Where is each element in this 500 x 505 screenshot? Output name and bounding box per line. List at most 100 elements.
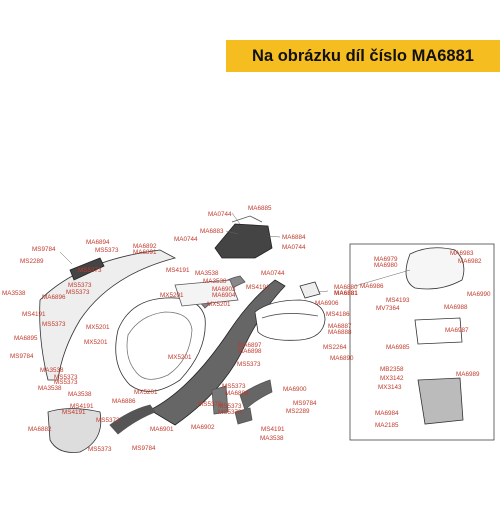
part-label: MA3538 bbox=[2, 290, 26, 297]
part-label: MS5373 bbox=[198, 401, 222, 408]
part-label: MA6895 bbox=[14, 335, 38, 342]
part-label: MV7364 bbox=[376, 305, 400, 312]
part-label: MA6884 bbox=[282, 234, 306, 241]
part-label: MA6901 bbox=[150, 426, 174, 433]
rear-rack bbox=[214, 223, 273, 259]
left-upper-trim bbox=[69, 257, 105, 281]
inset-base bbox=[417, 377, 464, 425]
part-label: MX5201 bbox=[207, 301, 231, 308]
part-label: MS9784 bbox=[132, 445, 156, 452]
part-label: MS4191 bbox=[246, 284, 270, 291]
part-label: MA6900 bbox=[283, 386, 307, 393]
part-label: MS4191 bbox=[62, 409, 86, 416]
part-label: MS4186 bbox=[326, 311, 350, 318]
part-label: MS2289 bbox=[20, 258, 44, 265]
part-label: MA6903 bbox=[212, 286, 236, 293]
part-label: MS5373 bbox=[218, 403, 242, 410]
part-label: MS4191 bbox=[70, 403, 94, 410]
part-label: MS5373 bbox=[222, 383, 246, 390]
part-label: MA6984 bbox=[375, 410, 399, 417]
part-label: MA6986 bbox=[360, 283, 384, 290]
part-label: MS4191 bbox=[261, 426, 285, 433]
part-label: MS5373 bbox=[54, 379, 78, 386]
right-side-cover bbox=[149, 279, 286, 426]
part-label: MS5373 bbox=[218, 409, 242, 416]
lower-trim bbox=[109, 404, 156, 435]
seat-compartment bbox=[115, 297, 206, 392]
part-label: MA6887 bbox=[328, 323, 352, 330]
part-label: MA0744 bbox=[261, 270, 285, 277]
part-label: MA6882 bbox=[28, 426, 52, 433]
part-label: MS2289 bbox=[286, 408, 310, 415]
front-lower-cowl bbox=[47, 408, 102, 453]
compartment-inner bbox=[126, 311, 193, 380]
part-label: MA2185 bbox=[375, 422, 399, 429]
part-label: MS5373 bbox=[78, 267, 102, 274]
center-tunnel bbox=[174, 279, 239, 307]
part-label: MA6896 bbox=[42, 294, 66, 301]
part-label: MA6894 bbox=[86, 239, 110, 246]
part-label: MX5201 bbox=[86, 324, 110, 331]
part-label: MA6985 bbox=[386, 344, 410, 351]
part-label: MS4193 bbox=[386, 297, 410, 304]
part-label: MA6890 bbox=[330, 355, 354, 362]
top-case-lock bbox=[299, 281, 321, 299]
part-label: MA3538 bbox=[38, 385, 62, 392]
part-label: MX5201 bbox=[84, 339, 108, 346]
part-label: MA6988 bbox=[444, 304, 468, 311]
part-label: MX3142 bbox=[380, 375, 404, 382]
part-label: MA6982 bbox=[458, 258, 482, 265]
part-label: MA6980 bbox=[374, 262, 398, 269]
topcase-inset-frame bbox=[349, 243, 495, 441]
part-number-banner: Na obrázku díl číslo MA6881 bbox=[226, 40, 500, 72]
part-label: MA6886 bbox=[112, 398, 136, 405]
part-label: MA3538 bbox=[68, 391, 92, 398]
part-label: MS9784 bbox=[10, 353, 34, 360]
part-label: MA3538 bbox=[40, 367, 64, 374]
part-label: MS5373 bbox=[66, 289, 90, 296]
part-label: MA0744 bbox=[208, 211, 232, 218]
part-label: MA6883 bbox=[200, 228, 224, 235]
part-label: MA6904 bbox=[212, 292, 236, 299]
inset-topcase-lid bbox=[405, 247, 465, 290]
part-label: MA6891 bbox=[133, 249, 157, 256]
part-label: MA6898 bbox=[238, 348, 262, 355]
top-case bbox=[254, 299, 326, 341]
part-label: MA6979 bbox=[374, 256, 398, 263]
part-label: MA6990 bbox=[467, 291, 491, 298]
part-label: MS5373 bbox=[42, 321, 66, 328]
part-label: MA0744 bbox=[174, 236, 198, 243]
part-label: MA3538 bbox=[260, 435, 284, 442]
part-label: MA6892 bbox=[133, 243, 157, 250]
part-label: MS2264 bbox=[323, 344, 347, 351]
part-label: MA6987 bbox=[445, 327, 469, 334]
part-label: MA6897 bbox=[238, 342, 262, 349]
part-label: MS5373 bbox=[237, 361, 261, 368]
part-label: MA0744 bbox=[282, 244, 306, 251]
bracket-b bbox=[239, 379, 273, 411]
part-label: MA6983 bbox=[450, 250, 474, 257]
part-label: MB2358 bbox=[380, 366, 404, 373]
part-label: MS9784 bbox=[32, 246, 56, 253]
part-label: MS5373 bbox=[96, 417, 120, 424]
part-label: MX5201 bbox=[168, 354, 192, 361]
part-label: MA6888 bbox=[328, 329, 352, 336]
part-label: MA6881 bbox=[334, 290, 358, 297]
part-label: MA6889 bbox=[225, 390, 249, 397]
part-label: MS5373 bbox=[68, 282, 92, 289]
part-label: MA6902 bbox=[191, 424, 215, 431]
top-case-rib bbox=[261, 313, 319, 319]
part-label: MS5373 bbox=[95, 247, 119, 254]
part-label: MX5201 bbox=[160, 292, 184, 299]
part-label: MS4191 bbox=[166, 267, 190, 274]
inset-pad bbox=[414, 317, 463, 345]
part-label: MX3143 bbox=[378, 384, 402, 391]
part-label: MX5201 bbox=[134, 389, 158, 396]
rack-handle bbox=[231, 215, 263, 223]
part-label: MA6885 bbox=[248, 205, 272, 212]
part-label: MS9784 bbox=[293, 400, 317, 407]
bracket-a bbox=[211, 385, 229, 415]
left-side-cover bbox=[39, 249, 177, 381]
